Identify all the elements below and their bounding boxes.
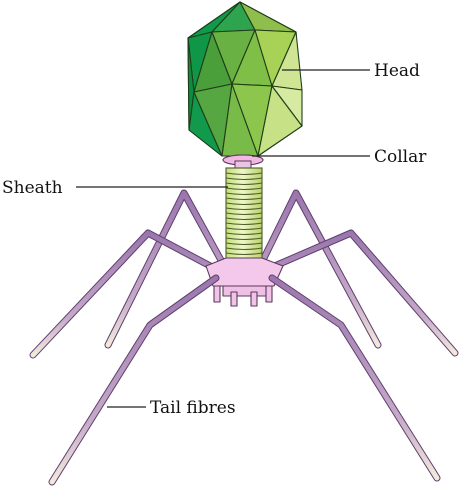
sheath-ring [225,242,263,245]
sheath-label: Sheath [2,178,63,198]
sheath-ring [225,197,263,200]
sheath-ring [225,172,263,175]
tail-fibres-label: Tail fibres [150,398,236,418]
sheath-ring [225,212,263,215]
tail-fibres-front [48,274,441,486]
sheath-ring [225,222,263,225]
phage-head [187,1,303,157]
sheath-ring [225,252,263,255]
sheath-ring [225,232,263,235]
sheath-ring [225,187,263,190]
sheath-ring [225,207,263,210]
sheath-ring [225,177,263,180]
sheath-ring [225,237,263,240]
phage-sheath [225,167,263,273]
phage-baseplate [205,257,284,307]
sheath-ring [225,182,263,185]
collar-label: Collar [374,147,427,167]
sheath-ring [225,192,263,195]
tail-fibres-back [29,189,459,359]
tail-fibre-back-left [104,189,226,349]
phage-collar [222,154,264,170]
head-label: Head [374,61,420,81]
sheath-ring [225,217,263,220]
sheath-ring [225,247,263,250]
sheath-ring [225,227,263,230]
sheath-ring [225,202,263,205]
